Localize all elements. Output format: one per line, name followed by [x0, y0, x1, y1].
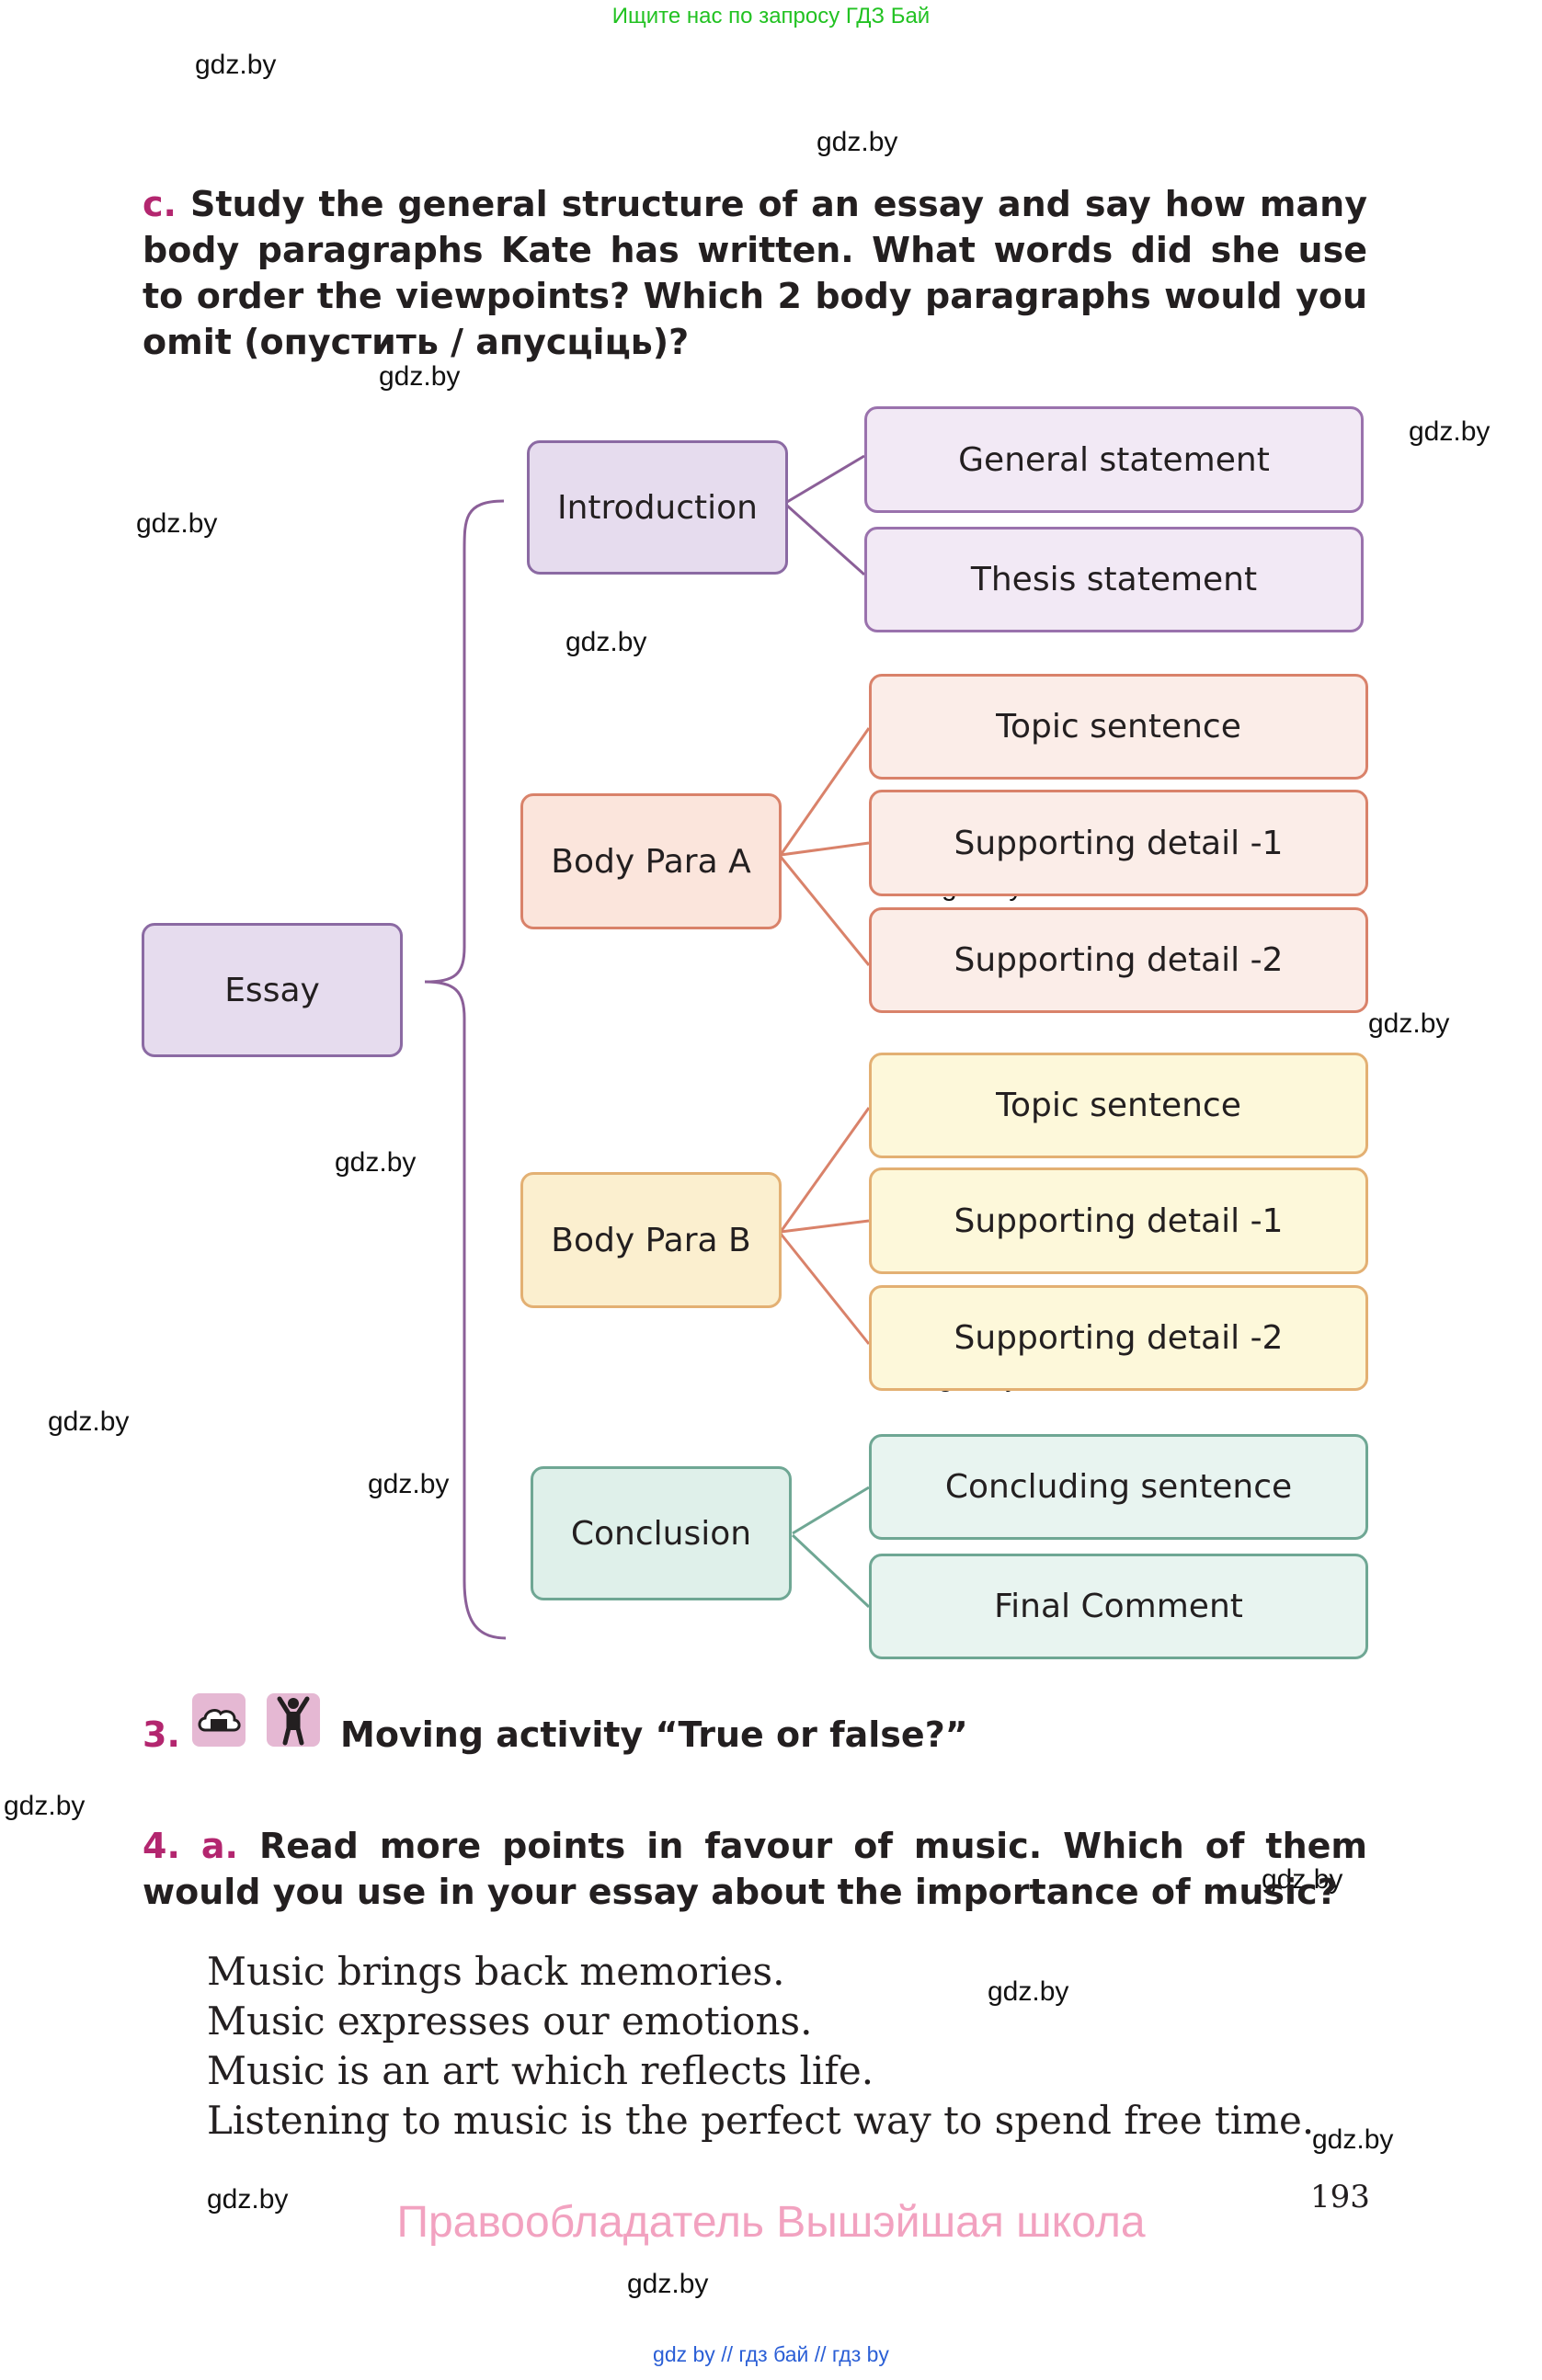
- watermark: gdz.by: [335, 1147, 417, 1178]
- body-para-b-box: Body Para B: [520, 1172, 782, 1308]
- watermark: gdz.by: [1262, 1864, 1343, 1895]
- watermark: gdz.by: [817, 127, 898, 157]
- body-para-a-box: Body Para A: [520, 793, 782, 929]
- watermark: gdz.by: [1312, 2124, 1394, 2155]
- quote-line: Music expresses our emotions.: [207, 1999, 813, 2044]
- connector: [779, 1107, 871, 1233]
- watermark: gdz.by: [136, 508, 218, 539]
- watermark: gdz.by: [4, 1791, 86, 1821]
- final-comment-box: Final Comment: [869, 1554, 1368, 1659]
- watermark: gdz.by: [368, 1469, 450, 1499]
- watermark: gdz.by: [195, 50, 277, 80]
- copyright-notice: Правообладатель Вышэйшая школа: [396, 2198, 1146, 2247]
- quote-line: Music brings back memories.: [207, 1949, 785, 1994]
- task-4-instruction: 4. a. Read more points in favour of musi…: [143, 1826, 1367, 1912]
- quote-line: Listening to music is the perfect way to…: [207, 2098, 1315, 2143]
- concluding-sentence-box: Concluding sentence: [869, 1434, 1368, 1540]
- connector: [779, 1233, 871, 1345]
- supporting-detail-1-a-box: Supporting detail -1: [869, 790, 1368, 896]
- topic-sentence-b-box: Topic sentence: [869, 1053, 1368, 1158]
- watermark: gdz.by: [48, 1406, 130, 1437]
- connector: [791, 1533, 871, 1609]
- task-3-number: 3.: [143, 1714, 180, 1755]
- supporting-detail-2-b-box: Supporting detail -2: [869, 1285, 1368, 1391]
- footer-links[interactable]: gdz by // гдз бай // гдз by: [653, 2342, 889, 2366]
- task-letter: c.: [143, 184, 177, 224]
- conclusion-box: Conclusion: [531, 1466, 792, 1600]
- watermark: gdz.by: [565, 627, 647, 657]
- connector: [792, 1486, 870, 1535]
- connector: [786, 504, 865, 576]
- essay-box: Essay: [142, 923, 403, 1057]
- thesis-statement-box: Thesis statement: [864, 527, 1364, 632]
- quote-line: Music is an art which reflects life.: [207, 2048, 874, 2093]
- introduction-box: Introduction: [527, 440, 788, 575]
- connector: [780, 841, 870, 857]
- person-moving-icon: [267, 1693, 320, 1747]
- watermark: gdz.by: [379, 361, 461, 392]
- connector: [786, 454, 865, 504]
- connector: [779, 727, 871, 856]
- watermark: gdz.by: [988, 1976, 1069, 2007]
- supporting-detail-2-a-box: Supporting detail -2: [869, 907, 1368, 1013]
- watermark: gdz.by: [207, 2184, 289, 2215]
- connector: [780, 1219, 870, 1234]
- top-banner: Ищите нас по запросу ГДЗ Бай: [611, 4, 931, 28]
- page-number: 193: [1310, 2179, 1370, 2215]
- watermark: gdz.by: [627, 2269, 709, 2299]
- task-3-instruction: Moving activity “True or false?”: [340, 1714, 968, 1755]
- cloud-folder-icon: [192, 1693, 246, 1747]
- general-statement-box: General statement: [864, 406, 1364, 513]
- connector: [779, 856, 871, 966]
- watermark: gdz.by: [1368, 1008, 1450, 1039]
- essay-brace: [424, 499, 507, 1640]
- topic-sentence-a-box: Topic sentence: [869, 674, 1368, 780]
- supporting-detail-1-b-box: Supporting detail -1: [869, 1167, 1368, 1274]
- task-c-instruction: c. Study the general structure of an ess…: [143, 181, 1367, 365]
- task-text: Study the general structure of an essay …: [143, 184, 1367, 362]
- watermark: gdz.by: [1409, 416, 1491, 447]
